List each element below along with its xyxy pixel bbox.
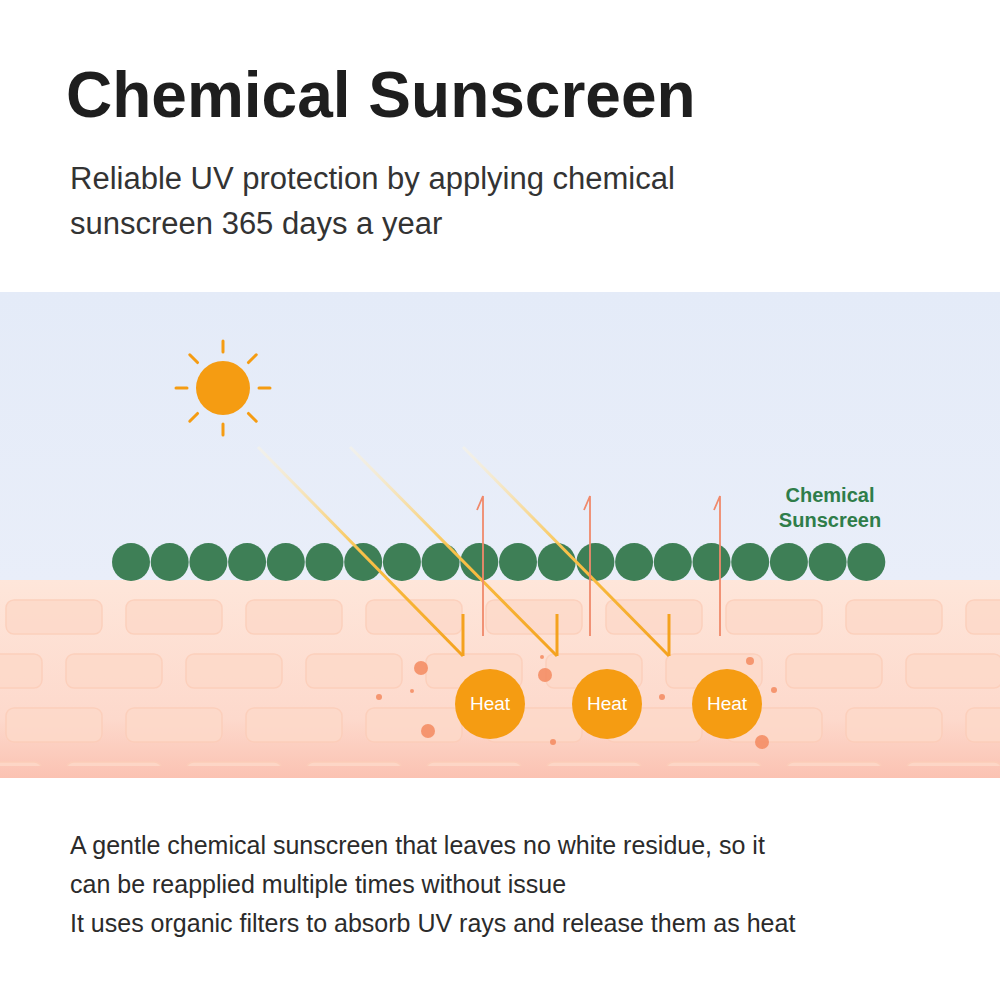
layer-label: Chemical Sunscreen (760, 483, 900, 533)
sunscreen-layer (112, 543, 885, 581)
title: Chemical Sunscreen (66, 58, 696, 132)
heat-circle: Heat (455, 669, 525, 739)
heat-text: Heat (707, 693, 747, 715)
uv-rays (258, 447, 720, 656)
subtitle: Reliable UV protection by applying chemi… (70, 156, 770, 246)
heat-circle: Heat (692, 669, 762, 739)
heat-particles (376, 655, 777, 749)
heat-circle: Heat (572, 669, 642, 739)
heat-text: Heat (587, 693, 627, 715)
caption: A gentle chemical sunscreen that leaves … (70, 826, 805, 904)
caption-line: It uses organic filters to absorb UV ray… (70, 904, 970, 943)
sun-symbol (176, 341, 270, 435)
heat-text: Heat (470, 693, 510, 715)
